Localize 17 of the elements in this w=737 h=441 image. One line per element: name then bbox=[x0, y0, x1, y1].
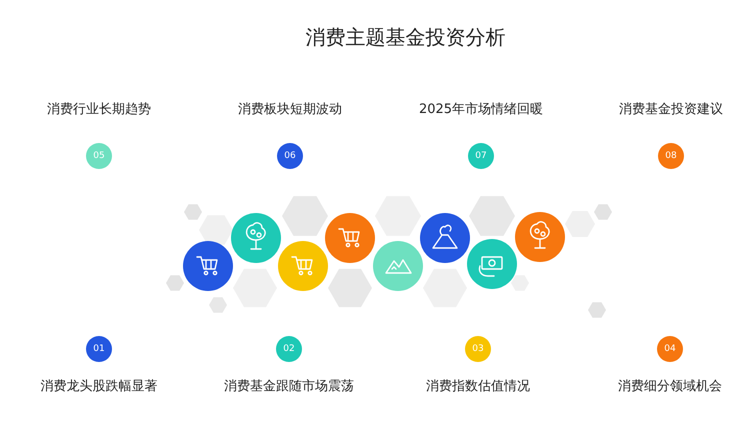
item-label: 消费基金跟随市场震荡 bbox=[224, 378, 354, 395]
number-circle: 06 bbox=[277, 143, 303, 169]
item-label: 2025年市场情绪回暖 bbox=[418, 101, 544, 118]
item-label: 消费龙头股跌幅显著 bbox=[40, 378, 158, 395]
number-circle: 03 bbox=[465, 336, 491, 362]
item-label: 消费行业长期趋势 bbox=[47, 101, 151, 118]
number-circle: 08 bbox=[658, 143, 684, 169]
number-circle: 04 bbox=[657, 336, 683, 362]
item-label: 消费指数估值情况 bbox=[426, 378, 530, 395]
number-circle: 07 bbox=[468, 143, 494, 169]
item-label: 消费细分领域机会 bbox=[618, 378, 722, 395]
title: 消费主题基金投资分析 bbox=[306, 24, 506, 51]
number-circle: 01 bbox=[86, 336, 112, 362]
item-label: 消费基金投资建议 bbox=[619, 101, 723, 118]
number-circle: 02 bbox=[276, 336, 302, 362]
number-circle: 05 bbox=[86, 143, 112, 169]
item-label: 消费板块短期波动 bbox=[238, 101, 342, 118]
